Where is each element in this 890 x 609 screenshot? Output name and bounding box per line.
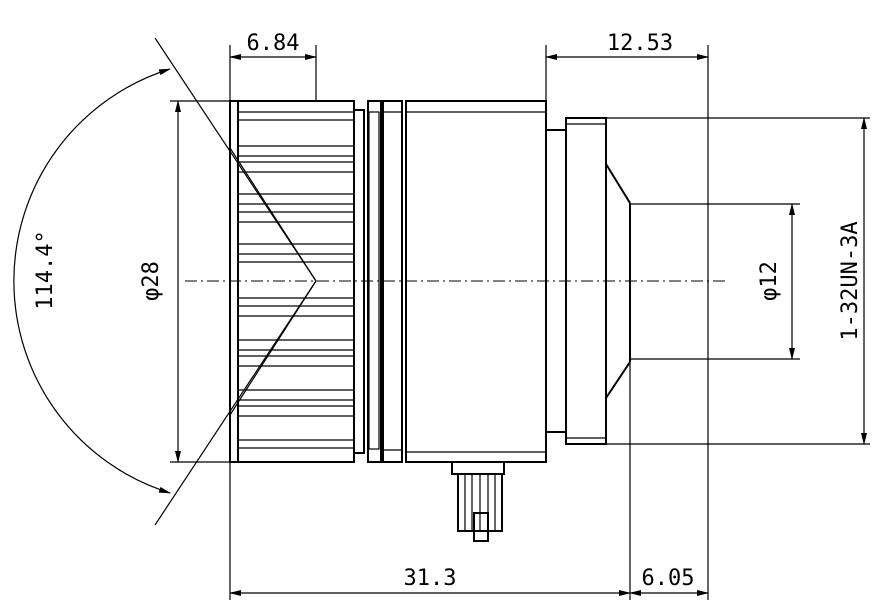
front-ring-width-label: 6.84 [247,31,300,56]
extension-lines [154,37,870,600]
c-mount-thread [545,117,631,445]
ring-grooves [353,100,403,463]
flange-back-label: 6.05 [642,566,695,591]
rear-diameter-label: φ12 [757,261,782,301]
front-focus-ring [229,100,355,463]
front-diameter-label: φ28 [139,261,164,301]
mount-thread-label: 1-32UN-3A [838,221,863,340]
locking-screw [451,461,505,542]
field-angle-label: 114.4° [33,230,58,309]
mount-length-label: 12.53 [607,31,673,56]
dimension-lines [13,54,867,596]
overall-length-label: 31.3 [404,566,457,591]
